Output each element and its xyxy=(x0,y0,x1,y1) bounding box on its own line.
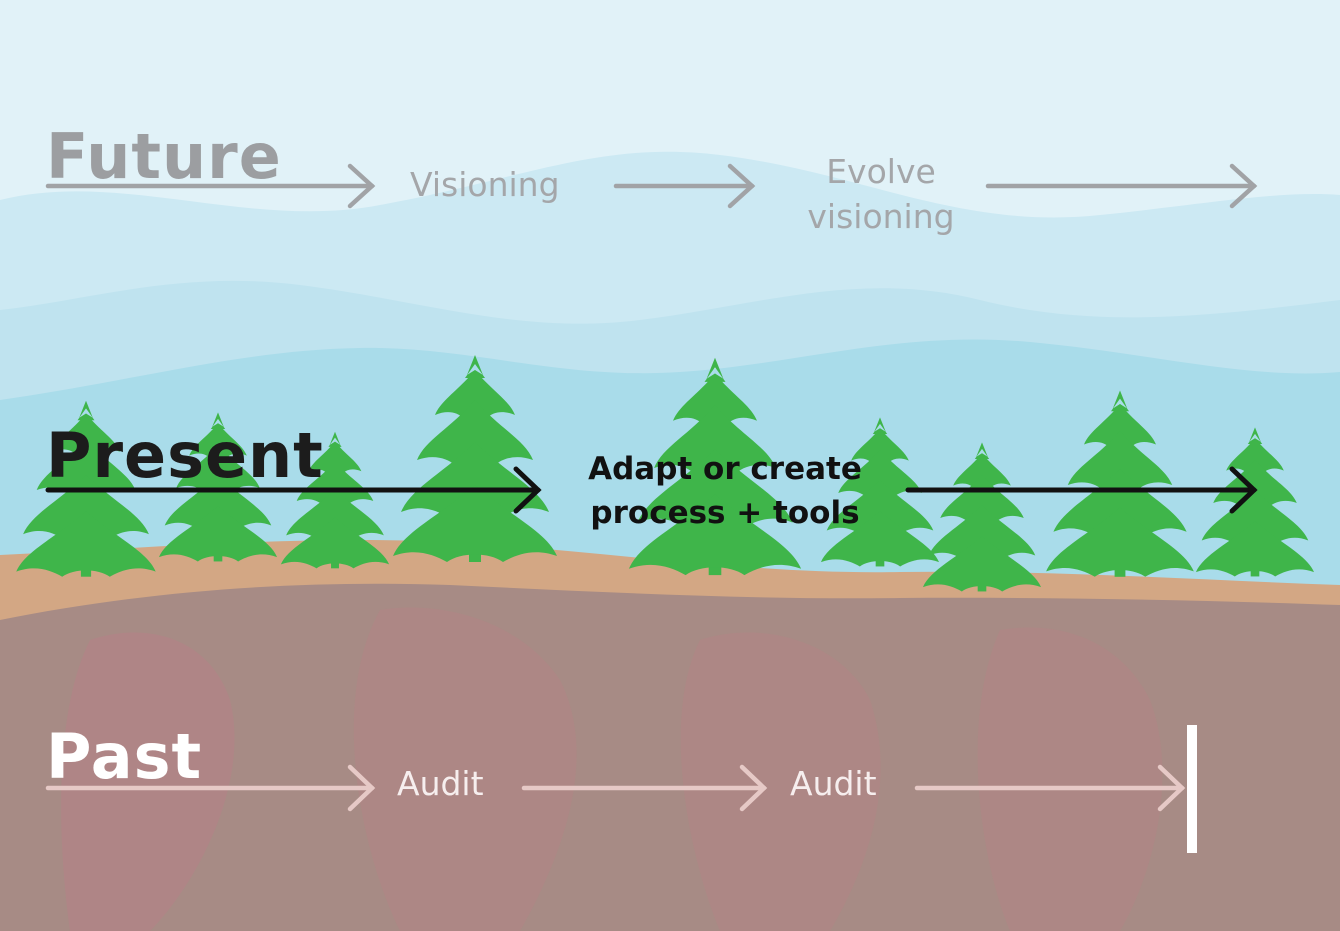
future-row-title: Future xyxy=(46,120,282,193)
earth-layer xyxy=(0,583,1340,931)
past-step-audit-2: Audit xyxy=(790,764,877,803)
earth-blotch-1 xyxy=(61,632,235,931)
arrow-right-icon xyxy=(1229,163,1258,209)
past-arrows xyxy=(45,764,1186,812)
arrow-right-icon xyxy=(727,163,756,209)
earth-blotch-3 xyxy=(680,632,881,931)
end-marker-icon xyxy=(1187,725,1197,853)
future-arrows xyxy=(45,163,1258,209)
present-step-adapt-or-create: Adapt or create process + tools xyxy=(588,451,862,532)
present-arrows xyxy=(45,466,1258,514)
future-step-visioning: Visioning xyxy=(410,165,560,204)
arrow-right-icon xyxy=(1157,764,1186,812)
earth-blotch-4 xyxy=(977,627,1163,931)
present-row-title: Present xyxy=(46,419,324,492)
earth-blotch-2 xyxy=(353,607,577,931)
arrow-right-icon xyxy=(347,764,376,812)
arrow-right-icon xyxy=(739,764,768,812)
future-step-evolve-visioning: Evolve visioning xyxy=(807,152,955,236)
past-row-title: Past xyxy=(46,720,203,793)
arrow-right-icon xyxy=(1229,466,1258,514)
arrow-right-icon xyxy=(513,466,542,514)
past-step-audit-1: Audit xyxy=(397,764,484,803)
arrow-right-icon xyxy=(347,163,376,209)
